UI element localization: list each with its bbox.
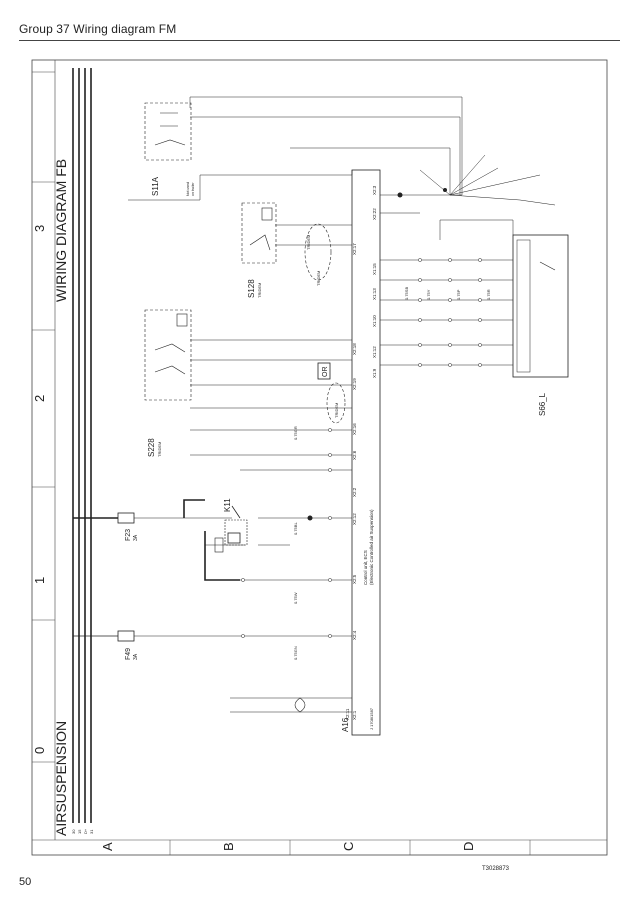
- bus-label-d-plus: D+: [83, 828, 88, 834]
- fuse-f49: F49 3A: [73, 630, 352, 660]
- column-grid-ticks: [32, 181, 55, 763]
- bus-label-30: 30: [71, 829, 76, 834]
- page-number: 50: [19, 876, 32, 888]
- ground-symbol: [230, 697, 352, 713]
- svg-text:Control unit, ECS: Control unit, ECS: [363, 550, 368, 585]
- svg-text:0.75GR: 0.75GR: [293, 426, 298, 440]
- svg-text:X1:12: X1:12: [372, 346, 377, 358]
- svg-text:X2:6: X2:6: [352, 450, 357, 460]
- control-unit-a16: A16 Control unit, ECS (Electronic Contro…: [341, 169, 381, 736]
- switch-s228: S228 TRIDEM: [144, 309, 192, 457]
- svg-text:X2:16: X2:16: [352, 423, 357, 435]
- wire-color-labels: 0.75GN 0.75W 0.75BL 0.75GR 0.75SB 0.75Y …: [293, 287, 491, 660]
- junction-dot: [307, 515, 313, 521]
- section-title: AIRSUSPENSION: [53, 721, 69, 836]
- column-label-1: 1: [32, 577, 47, 584]
- column-label-2: 2: [32, 395, 47, 402]
- header-divider: [19, 40, 620, 41]
- svg-text:X2:18: X2:18: [352, 343, 357, 355]
- left-wires: [190, 224, 352, 581]
- right-wires: [380, 219, 514, 366]
- svg-text:X2:2: X2:2: [352, 487, 357, 497]
- svg-text:0.75BL: 0.75BL: [293, 522, 298, 535]
- svg-text:X2:17: X2:17: [352, 243, 357, 255]
- svg-text:OR: OR: [322, 367, 329, 378]
- svg-text:0.75Y: 0.75Y: [426, 289, 431, 300]
- svg-text:0.75R: 0.75R: [486, 289, 491, 300]
- svg-text:TRIDEM: TRIDEM: [257, 283, 262, 298]
- relay-k11: K11: [205, 498, 290, 553]
- junction-dot-hub: [443, 188, 447, 192]
- pin-labels: X2:11 X2:1 X2:4 X2:5 X2:12 X2:2 X2:6 X2:…: [345, 185, 377, 720]
- tridem-markers: TRIDEM TRIDEM TRIDEM: [304, 223, 346, 424]
- svg-text:0.75SB: 0.75SB: [404, 287, 409, 300]
- svg-text:(Electronic Controlled air Sus: (Electronic Controlled air Suspension): [369, 509, 374, 585]
- svg-text:TRIDEM: TRIDEM: [157, 442, 162, 457]
- svg-text:X2:22: X2:22: [372, 208, 377, 220]
- row-label-c: C: [341, 842, 356, 851]
- svg-text:Not used: Not used: [186, 182, 190, 196]
- connector-pins: [241, 258, 482, 638]
- svg-text:X2:4: X2:4: [352, 630, 357, 640]
- diagram-frame: [31, 59, 608, 856]
- svg-text:on trailer: on trailer: [191, 182, 195, 196]
- row-label-d: D: [461, 842, 476, 851]
- svg-text:X1:9: X1:9: [372, 368, 377, 378]
- switch-s11a: S11A Not used on trailer: [144, 102, 195, 196]
- svg-text:A16: A16: [341, 717, 350, 732]
- svg-text:S11A: S11A: [151, 176, 160, 196]
- svg-text:S228: S228: [147, 438, 156, 457]
- connector-s66-l: S66_L: [512, 234, 569, 416]
- bus-label-31: 31: [89, 829, 94, 834]
- column-label-3: 3: [32, 225, 47, 232]
- supply-lines: [183, 499, 240, 581]
- svg-text:X1:15: X1:15: [372, 263, 377, 275]
- row-label-b: B: [221, 842, 236, 851]
- svg-text:X2:11: X2:11: [345, 708, 350, 720]
- switch-s128: S128 TRIDEM: [241, 202, 277, 298]
- svg-text:X1:10: X1:10: [372, 315, 377, 327]
- svg-text:J 1708/1587: J 1708/1587: [369, 707, 374, 730]
- power-bus: [72, 68, 92, 823]
- wiring-title: WIRING DIAGRAM FB: [53, 159, 69, 302]
- bus-label-15: 15: [77, 829, 82, 834]
- or-mark: OR: [317, 362, 331, 380]
- svg-text:X2:3: X2:3: [372, 185, 377, 195]
- svg-text:X2:19: X2:19: [352, 378, 357, 390]
- svg-text:S66_L: S66_L: [538, 392, 547, 416]
- svg-text:F23: F23: [125, 529, 132, 541]
- svg-text:0.75P: 0.75P: [456, 289, 461, 300]
- page-header-title: Group 37 Wiring diagram FM: [19, 22, 177, 36]
- svg-text:3A: 3A: [133, 534, 139, 541]
- svg-text:TRIDEM: TRIDEM: [334, 403, 339, 418]
- svg-text:K11: K11: [223, 498, 232, 512]
- svg-text:TRIDEM: TRIDEM: [316, 271, 321, 286]
- fuse-f23: F23 3A: [73, 512, 232, 541]
- svg-text:S128: S128: [247, 279, 256, 298]
- svg-text:0.75GN: 0.75GN: [293, 646, 298, 660]
- svg-text:F49: F49: [125, 648, 132, 660]
- row-grid-ticks: [169, 840, 531, 855]
- junction-dot-top: [397, 192, 403, 198]
- svg-text:X2:1: X2:1: [352, 710, 357, 720]
- svg-text:X1:13: X1:13: [372, 288, 377, 300]
- svg-text:3A: 3A: [133, 653, 139, 660]
- figure-id: T3028873: [482, 866, 510, 872]
- column-label-0: 0: [32, 747, 47, 754]
- top-wires: [128, 96, 556, 214]
- svg-text:X2:12: X2:12: [352, 513, 357, 525]
- svg-text:0.75W: 0.75W: [293, 592, 298, 604]
- row-label-a: A: [100, 842, 115, 851]
- svg-text:X2:5: X2:5: [352, 574, 357, 584]
- svg-text:TRIDEM: TRIDEM: [306, 235, 311, 250]
